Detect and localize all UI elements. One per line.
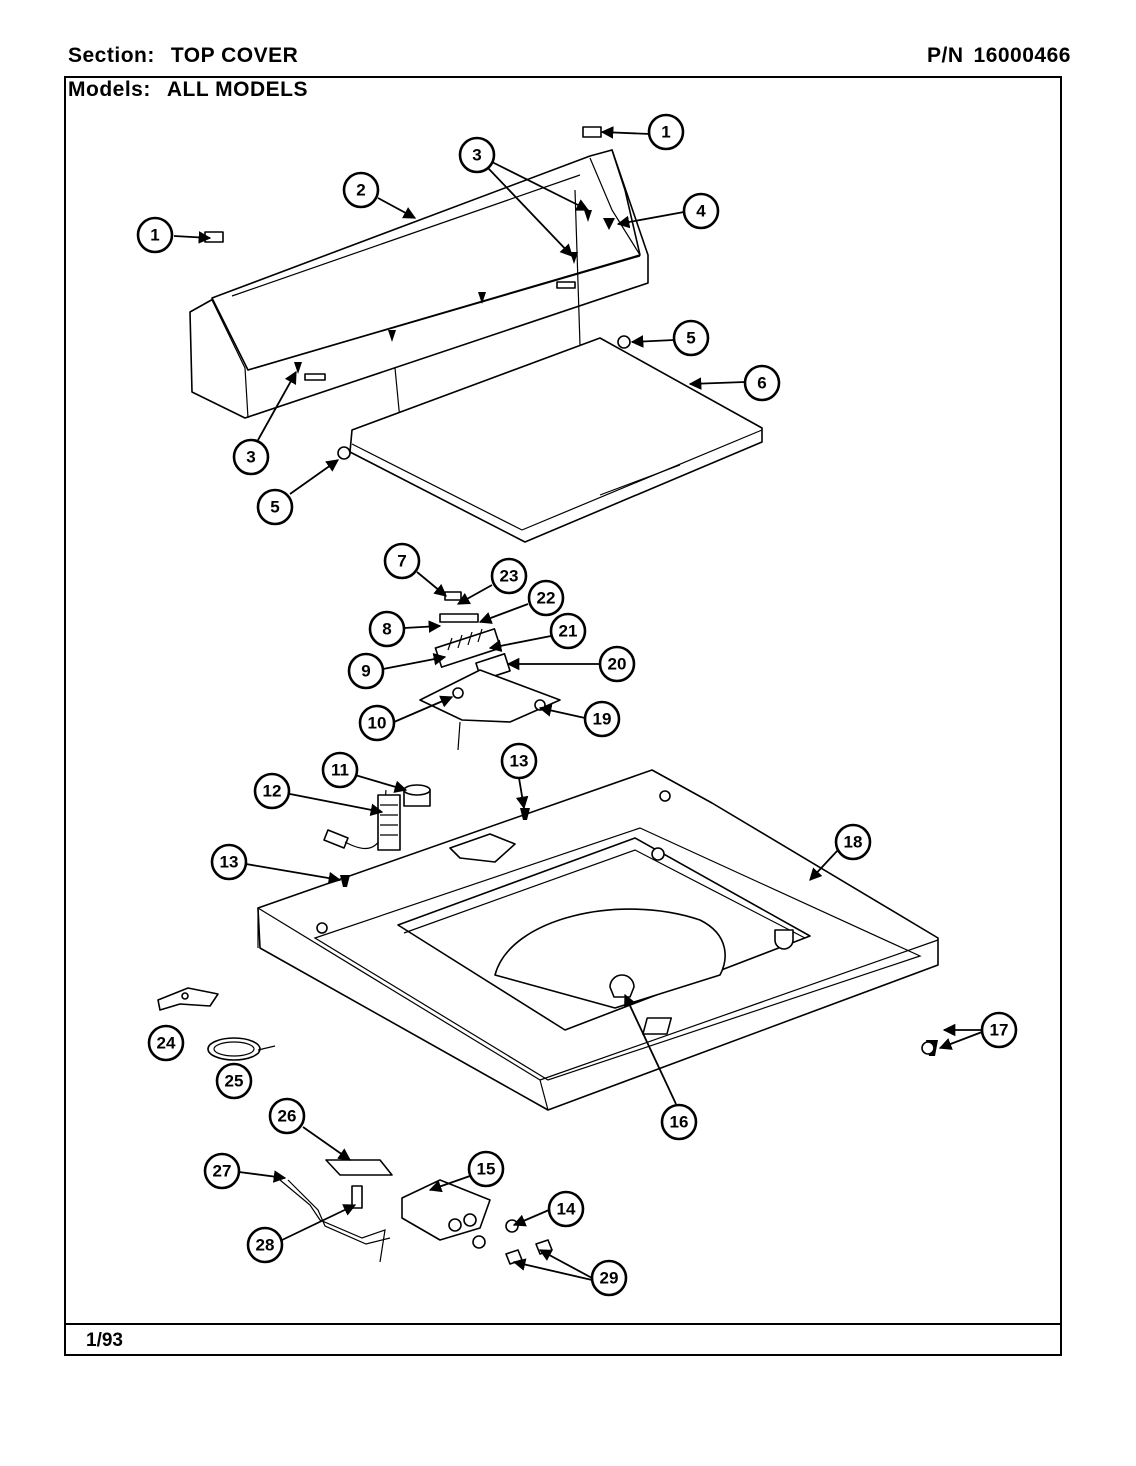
clip-right [582,126,602,138]
svg-text:15: 15 [477,1160,496,1179]
pn-label: P/N [927,44,964,67]
section-value: TOP COVER [170,44,299,67]
top-cover [257,769,939,1111]
svg-text:17: 17 [990,1021,1009,1040]
svg-text:11: 11 [331,761,349,780]
svg-text:29: 29 [600,1269,619,1288]
svg-text:1: 1 [150,226,159,245]
callout-19: 19 [583,700,621,738]
svg-text:12: 12 [263,782,282,801]
callout-5: 5 [256,488,294,526]
models-heading: Models: ALL MODELS [68,78,308,102]
callout-16: 16 [660,1103,698,1141]
callout-23: 23 [490,557,528,595]
svg-text:19: 19 [593,710,612,729]
callout-29: 29 [590,1259,628,1297]
callout-3: 3 [232,438,270,476]
callout-13: 13 [500,742,538,780]
svg-text:5: 5 [270,498,279,517]
callout-15: 15 [467,1150,505,1188]
svg-text:7: 7 [397,552,406,571]
callout-8: 8 [368,610,406,648]
section-heading: Section: TOP COVER [68,44,298,68]
callout-9: 9 [347,652,385,690]
svg-text:24: 24 [157,1034,176,1053]
svg-text:27: 27 [213,1162,232,1181]
footer-divider [64,1323,1062,1325]
svg-text:13: 13 [220,853,239,872]
svg-text:8: 8 [382,620,391,639]
svg-text:25: 25 [225,1072,244,1091]
callout-5: 5 [672,319,710,357]
svg-text:1: 1 [661,123,670,142]
pn-value: 16000466 [973,44,1071,67]
svg-text:20: 20 [608,655,627,674]
svg-text:26: 26 [278,1107,297,1126]
svg-text:21: 21 [559,622,578,641]
callout-24: 24 [147,1024,185,1062]
svg-text:14: 14 [557,1200,576,1219]
bumper-right [617,335,631,349]
callout-11: 11 [321,751,359,789]
callout-28: 28 [246,1226,284,1264]
lid-switch-assembly [419,591,561,751]
callout-6: 6 [743,364,781,402]
callout-13: 13 [210,843,248,881]
svg-text:16: 16 [670,1113,689,1132]
svg-text:3: 3 [246,448,255,467]
screw-13-left [340,875,350,887]
latch-assembly [279,1159,553,1265]
screw-13-right [520,808,530,820]
callout-7: 7 [383,542,421,580]
callout-18: 18 [834,823,872,861]
svg-text:6: 6 [757,374,766,393]
callout-27: 27 [203,1152,241,1190]
svg-text:18: 18 [844,833,863,852]
callout-12: 12 [253,772,291,810]
callout-17: 17 [980,1011,1018,1049]
svg-text:10: 10 [368,714,387,733]
diagram-frame [64,76,1062,1356]
callout-14: 14 [547,1190,585,1228]
footer-date: 1/93 [86,1330,123,1351]
models-value: ALL MODELS [166,78,308,101]
svg-text:4: 4 [696,202,706,221]
svg-text:9: 9 [361,662,370,681]
callout-21: 21 [549,612,587,650]
svg-text:2: 2 [356,181,365,200]
svg-text:22: 22 [537,589,556,608]
callout-4: 4 [682,192,720,230]
callout-10: 10 [358,704,396,742]
section-label: Section: [68,44,155,67]
callout-25: 25 [215,1062,253,1100]
svg-text:23: 23 [500,567,519,586]
callout-20: 20 [598,645,636,683]
bumper-left [337,446,351,460]
callout-22: 22 [527,579,565,617]
callout-1: 1 [647,113,685,151]
lid [349,337,763,543]
console-backsplash [189,149,649,421]
part-number: P/N 16000466 [927,44,1071,68]
wire-harness [323,784,431,851]
callout-3: 3 [458,136,496,174]
callout-2: 2 [342,171,380,209]
svg-text:13: 13 [510,752,529,771]
screw-4 [603,218,615,230]
bracket-17 [642,1017,938,1056]
gasket-ring-25 [207,1037,276,1061]
svg-text:28: 28 [256,1236,275,1255]
leader-lines [173,126,983,1281]
callout-1: 1 [136,216,174,254]
svg-text:3: 3 [472,146,481,165]
callout-26: 26 [268,1097,306,1135]
models-label: Models: [68,78,151,101]
clip-24 [157,987,219,1011]
svg-text:5: 5 [686,329,695,348]
